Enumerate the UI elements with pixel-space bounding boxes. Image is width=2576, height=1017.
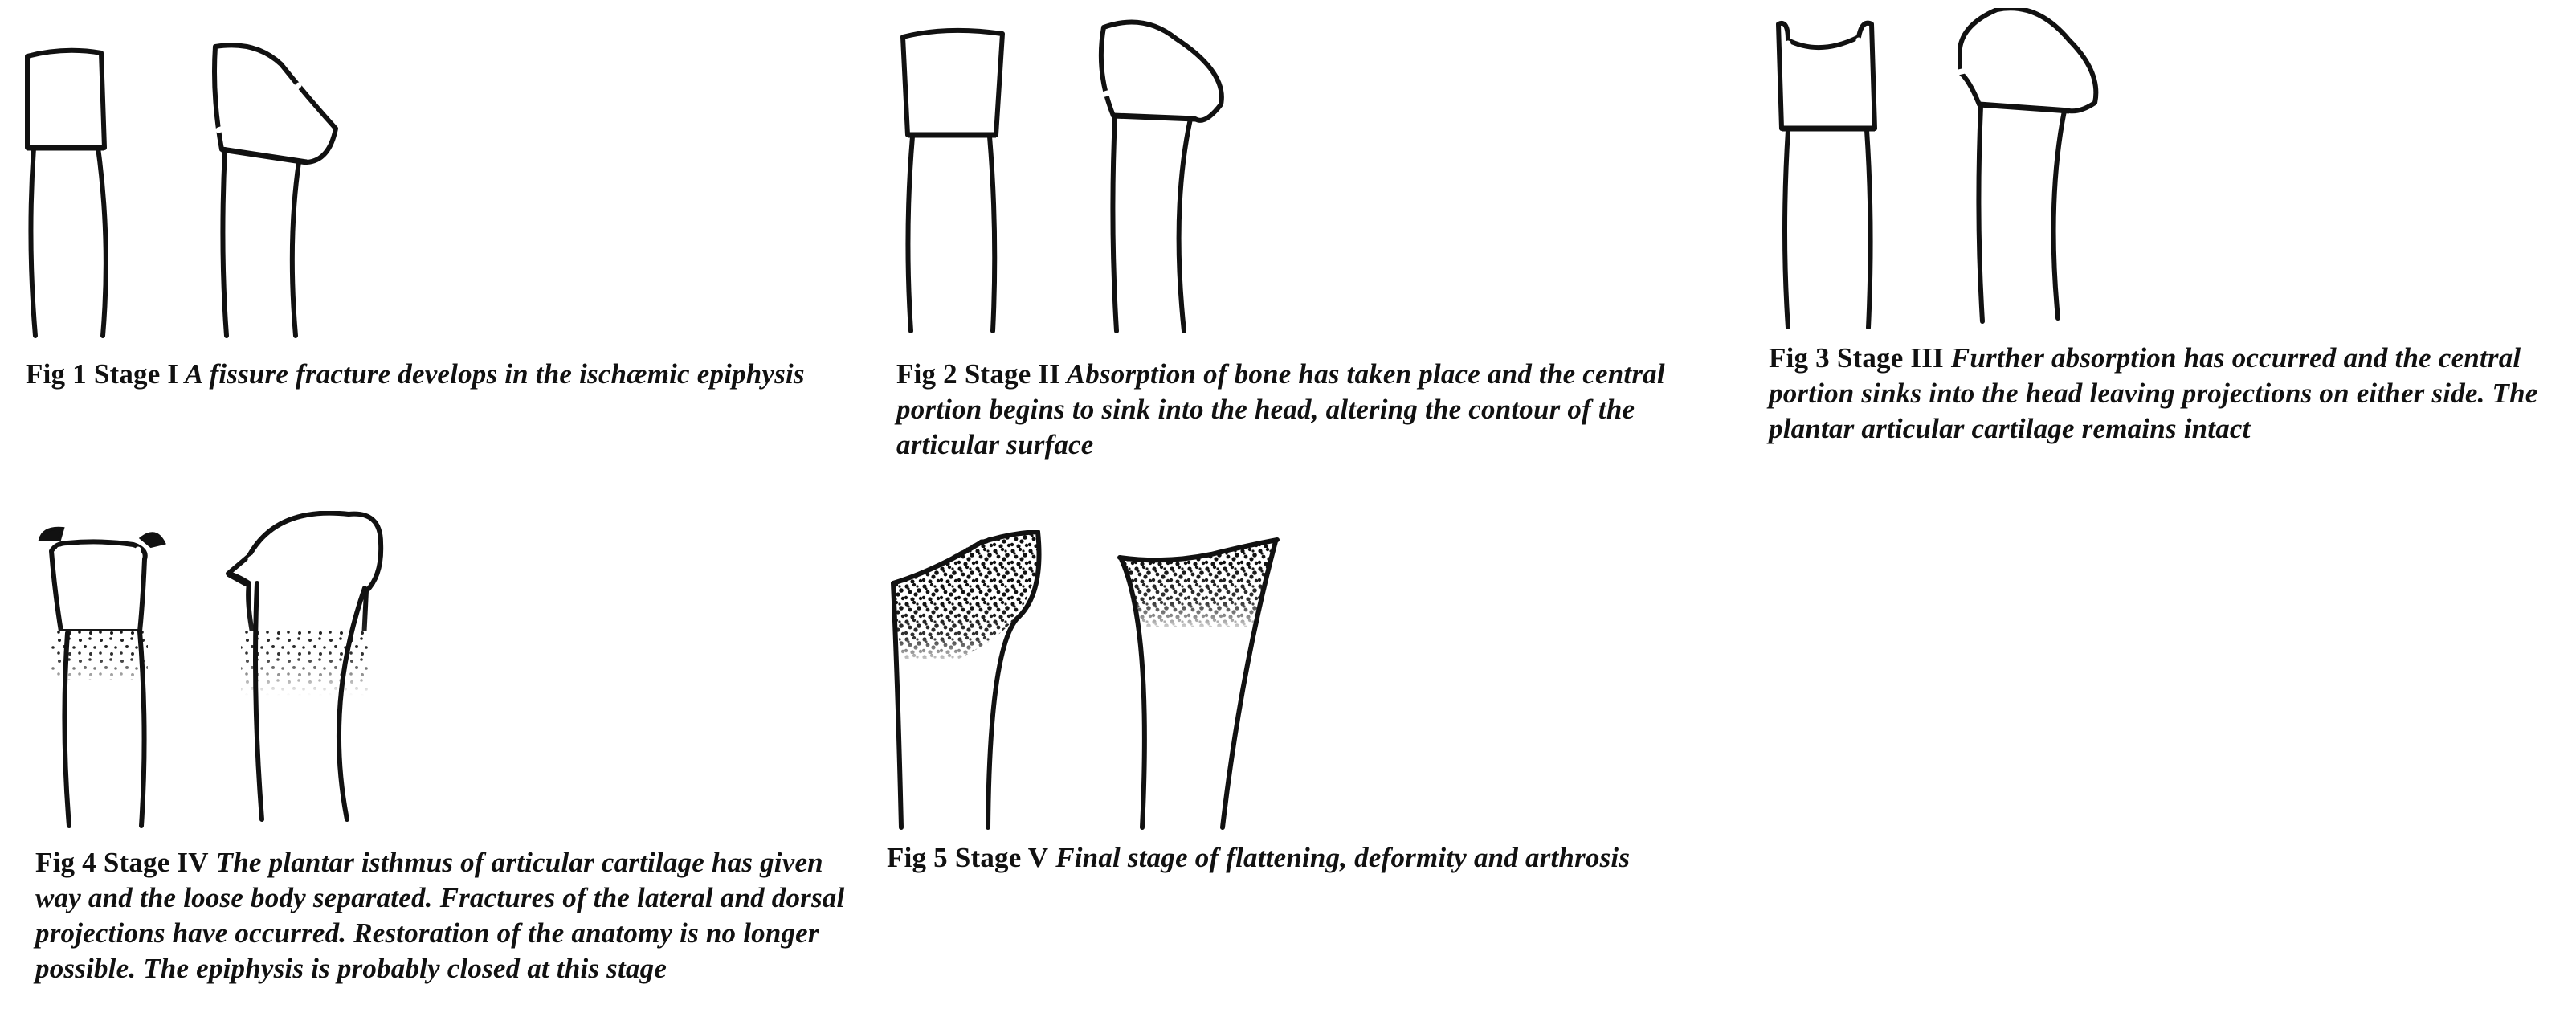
figure-3-caption: Fig 3 Stage III Further absorption has o… (1769, 341, 2572, 447)
figure-5-drawing (887, 530, 1304, 835)
figure-4-drawing (35, 511, 405, 832)
figure-2-drawing (890, 16, 1243, 337)
figure-2-label: Fig 2 (896, 358, 965, 390)
figure-1-label: Fig 1 (26, 358, 94, 390)
figure-5-stage: Stage V (955, 842, 1048, 873)
figure-4-stage: Stage IV (104, 847, 209, 878)
figure-2-stage: Stage II (965, 358, 1060, 390)
figure-1-stage: Stage I (94, 358, 178, 390)
figure-1-drawing (16, 32, 353, 345)
figure-5-caption: Fig 5 Stage V Final stage of flattening,… (887, 840, 1706, 876)
figure-5-text: Final stage of flattening, deformity and… (1048, 842, 1630, 873)
figure-2-caption: Fig 2 Stage II Absorption of bone has ta… (896, 357, 1716, 463)
figure-3-stage: Stage III (1837, 342, 1944, 374)
figure-1-text: A fissure fracture develops in the ischæ… (178, 358, 805, 390)
figure-4-caption: Fig 4 Stage IV The plantar isthmus of ar… (35, 845, 847, 986)
figure-3-drawing (1764, 8, 2117, 329)
figure-5-label: Fig 5 (887, 842, 955, 873)
figure-4-label: Fig 4 (35, 847, 104, 878)
figure-1-caption: Fig 1 Stage I A fissure fracture develop… (26, 357, 845, 392)
figure-3-label: Fig 3 (1769, 342, 1837, 374)
